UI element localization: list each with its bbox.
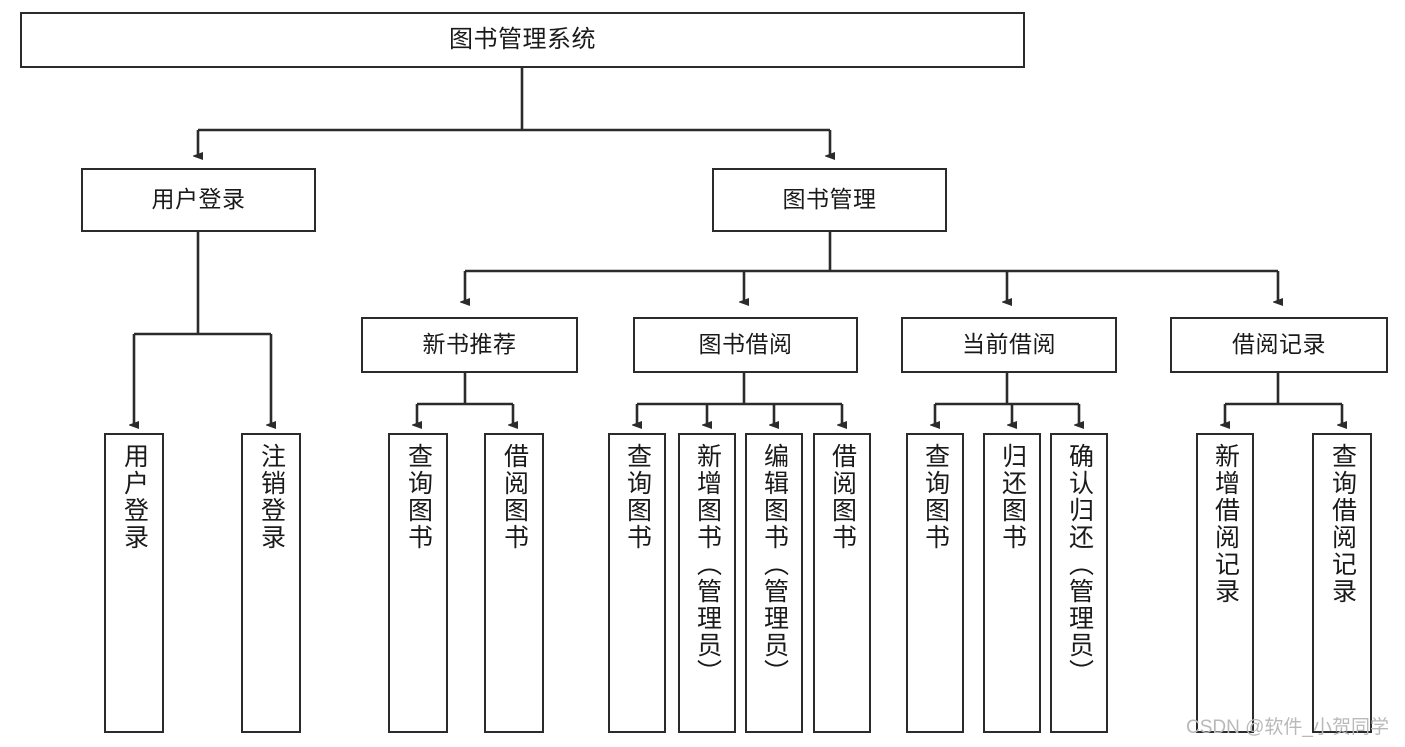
node-label: 查询借阅记录 (1328, 443, 1357, 605)
node-user-login[interactable]: 用户登录 (81, 168, 316, 232)
leaf-record-add-record[interactable]: 新增借阅记录 (1196, 433, 1254, 733)
leaf-current-confirm-return[interactable]: 确认归还（管理员） (1050, 433, 1108, 733)
leaf-borrow-borrow-book[interactable]: 借阅图书 (813, 433, 871, 733)
node-label: 借阅记录 (1232, 331, 1326, 358)
node-label: 图书管理 (782, 186, 877, 213)
node-new-book-recommend[interactable]: 新书推荐 (361, 317, 578, 373)
node-label: 查询图书 (921, 443, 950, 551)
node-book-borrow[interactable]: 图书借阅 (633, 317, 858, 373)
node-label: 查询图书 (404, 443, 433, 551)
leaf-recommend-query-book[interactable]: 查询图书 (388, 433, 448, 733)
node-root-system[interactable]: 图书管理系统 (20, 12, 1025, 68)
node-label: 借阅图书 (500, 443, 529, 551)
node-label: 新增借阅记录 (1211, 443, 1240, 605)
leaf-borrow-add-book[interactable]: 新增图书（管理员） (678, 433, 736, 733)
node-label: 注销登录 (257, 443, 286, 551)
node-label: 当前借阅 (962, 331, 1056, 358)
node-label: 新书推荐 (422, 331, 517, 358)
leaf-record-query-record[interactable]: 查询借阅记录 (1312, 433, 1372, 733)
node-label: 查询图书 (623, 443, 652, 551)
node-label: 归还图书 (998, 443, 1027, 551)
leaf-borrow-edit-book[interactable]: 编辑图书（管理员） (745, 433, 803, 733)
node-label: 用户登录 (151, 186, 246, 213)
watermark: CSDN @软件_小贺同学 (1186, 717, 1389, 738)
node-label: 确认归还（管理员） (1065, 443, 1094, 686)
leaf-current-query-book[interactable]: 查询图书 (906, 433, 964, 733)
leaf-user-login-login[interactable]: 用户登录 (104, 433, 164, 733)
node-label: 借阅图书 (828, 443, 857, 551)
node-book-management[interactable]: 图书管理 (712, 168, 947, 232)
node-label: 新增图书（管理员） (693, 443, 722, 686)
leaf-recommend-borrow-book[interactable]: 借阅图书 (484, 433, 544, 733)
leaf-current-return-book[interactable]: 归还图书 (983, 433, 1041, 733)
leaf-user-login-logout[interactable]: 注销登录 (241, 433, 301, 733)
node-label: 图书借阅 (698, 331, 793, 358)
leaf-borrow-query-book[interactable]: 查询图书 (608, 433, 666, 733)
node-label: 图书管理系统 (449, 25, 596, 53)
node-borrow-record[interactable]: 借阅记录 (1170, 317, 1388, 373)
node-label: 编辑图书（管理员） (760, 443, 789, 686)
node-label: 用户登录 (120, 443, 149, 551)
node-current-borrow[interactable]: 当前借阅 (901, 317, 1117, 373)
